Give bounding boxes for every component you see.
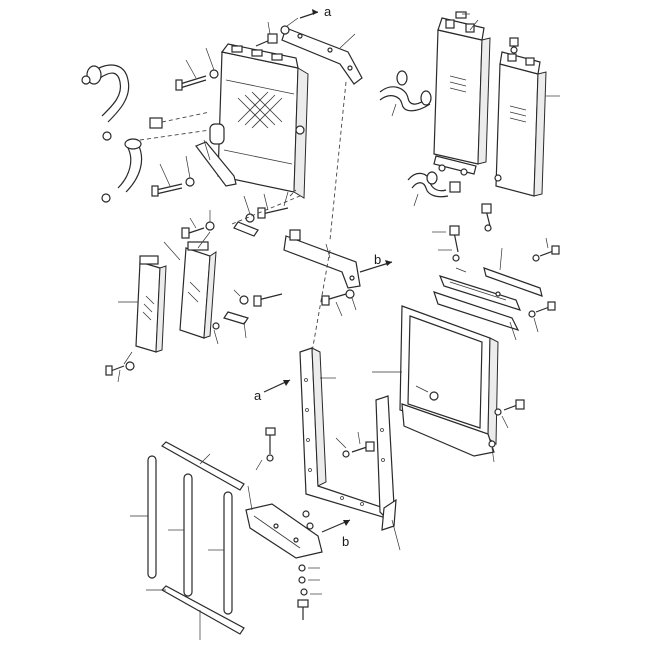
top-mount-bracket [281, 27, 363, 85]
radiator-core [209, 43, 309, 199]
vertical-rod-1 [130, 455, 157, 579]
left-side-bracket [195, 139, 237, 187]
intercooler-front [433, 17, 491, 176]
mid-bolt-group-left [181, 210, 215, 239]
frame-side-bolt [335, 431, 375, 458]
left-cooler-back [163, 231, 217, 339]
label-b-mid-text: b [374, 252, 381, 267]
vertical-rod-2 [168, 473, 193, 597]
base-plate [245, 485, 323, 559]
top-strip [161, 441, 245, 491]
label-a-top-text: a [324, 4, 332, 19]
right-lower-hose [407, 171, 461, 207]
right-upper-hose [379, 70, 432, 117]
left-cooler-front [118, 255, 167, 353]
left-long-bolt-lower [151, 155, 195, 197]
frame-vertical-bolt [255, 427, 276, 471]
base-small-bolts [302, 510, 314, 530]
label-a-mid-text: a [254, 388, 262, 403]
intercooler-rear [494, 51, 560, 197]
small-clip [233, 221, 259, 237]
base-bolt-stack [297, 564, 322, 620]
upper-hose [81, 64, 130, 141]
label-b-mid: b [359, 252, 393, 273]
left-cooler-bolts [105, 322, 220, 383]
vertical-rod-3 [208, 491, 233, 615]
mid-bolt-group-right [243, 191, 289, 223]
main-support-frame [299, 347, 401, 551]
fan-shroud [372, 305, 499, 457]
mid-lower-bolts [223, 289, 283, 339]
lower-hose [101, 138, 143, 203]
right-bolt-column [432, 203, 492, 262]
label-b-low-text: b [342, 534, 349, 549]
right-small-bolts [528, 237, 560, 333]
hose-clamp [139, 111, 211, 141]
top-bolts [255, 17, 299, 47]
center-support-bracket [283, 229, 361, 289]
label-a-top: a [299, 4, 332, 19]
label-a-mid: a [254, 379, 291, 403]
center-bolt [321, 289, 357, 317]
right-top-screw [509, 37, 519, 54]
bottom-strip [146, 585, 245, 640]
shroud-side-bolts [488, 399, 525, 463]
shroud-top-brackets [433, 247, 543, 341]
label-b-low: b [321, 519, 351, 549]
left-long-bolt-upper [175, 47, 219, 91]
top-cap-screw [455, 11, 470, 19]
